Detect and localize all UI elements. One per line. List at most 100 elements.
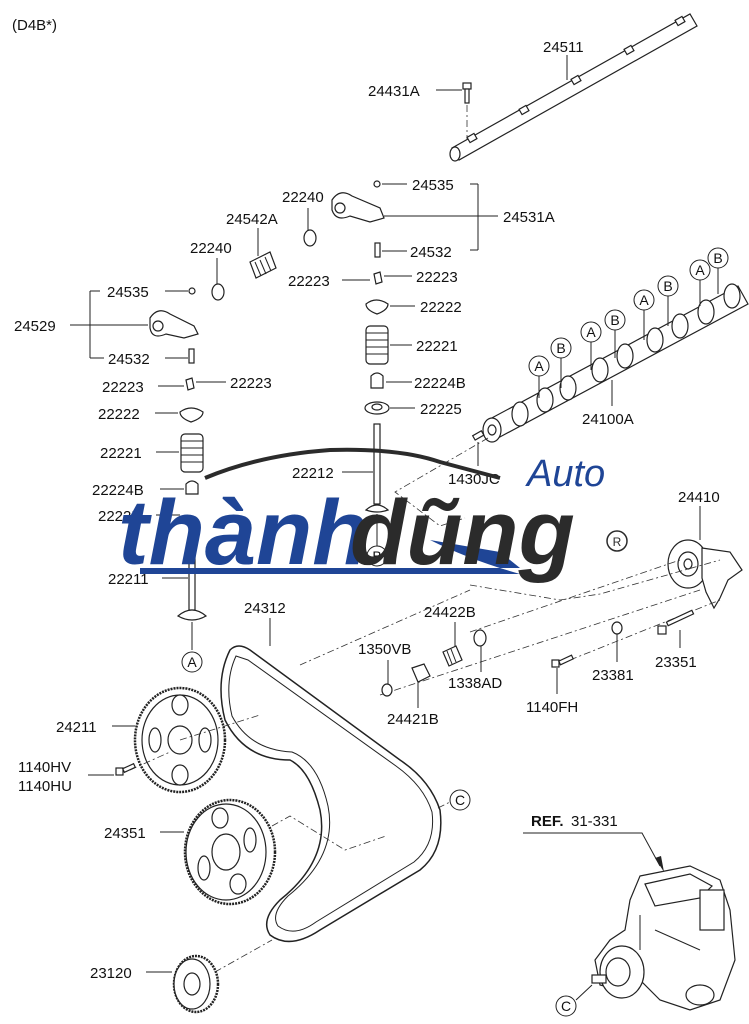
camshaft <box>482 283 749 443</box>
callout-C-belt <box>449 789 471 811</box>
label-22222-left: 22222 <box>98 406 140 423</box>
exhaust-valve <box>364 423 390 513</box>
logo-underline-swoosh <box>140 540 520 574</box>
label-24431A: 24431A <box>368 83 420 100</box>
crank-sprocket <box>172 954 220 1014</box>
svg-text:B: B <box>556 340 565 356</box>
svg-text:A: A <box>639 292 649 308</box>
label-22221-right: 22221 <box>416 338 458 355</box>
label-24535-right: 24535 <box>412 177 454 194</box>
label-24535-left: 24535 <box>107 284 149 301</box>
bolt-1140FH <box>551 654 574 668</box>
label-24410: 24410 <box>678 489 720 506</box>
washer-22240-top <box>303 229 317 247</box>
bushing <box>473 629 487 647</box>
engine-code: (D4B*) <box>12 17 57 34</box>
pump-sprocket <box>183 798 277 906</box>
label-23120: 23120 <box>90 965 132 982</box>
tensioner-spring <box>442 645 463 667</box>
label-22240-top: 22240 <box>282 189 324 206</box>
ref-prefix: REF. <box>531 813 564 830</box>
label-1338AD: 1338AD <box>448 675 502 692</box>
camshaft-callouts: A B A B A B A B <box>528 247 729 398</box>
label-22223-left-a: 22223 <box>102 379 144 396</box>
label-22212: 22212 <box>292 465 334 482</box>
label-22223-right-b: 22223 <box>416 269 458 286</box>
label-23381: 23381 <box>592 667 634 684</box>
intake-valve <box>176 539 208 621</box>
label-24351: 24351 <box>104 825 146 842</box>
washer-1350VB <box>381 683 393 697</box>
label-23351: 23351 <box>655 654 697 671</box>
logo-text-thanh: thành <box>118 482 368 584</box>
timing-belt <box>220 645 442 943</box>
label-24100A: 24100A <box>582 411 634 428</box>
label-1140HU: 1140HU <box>18 778 72 795</box>
label-22224B-right: 22224B <box>414 375 466 392</box>
label-24511: 24511 <box>543 39 584 56</box>
valve-spring-right <box>365 325 389 365</box>
bolt-23351 <box>657 609 695 635</box>
watermark-logo: thành dũng Auto R <box>118 447 628 584</box>
label-22225-left: 22225 <box>98 508 140 525</box>
label-22240-left: 22240 <box>190 240 232 257</box>
valve-spring-left <box>180 433 204 473</box>
rocker-arm-right <box>331 180 385 258</box>
label-24532-left: 24532 <box>108 351 150 368</box>
valve-retainer-right <box>365 299 389 315</box>
label-1350VB: 1350VB <box>358 641 411 658</box>
rocker-arm-left <box>149 287 199 364</box>
washer-22240-left <box>211 283 225 301</box>
svg-text:A: A <box>695 262 705 278</box>
label-24422B: 24422B <box>424 604 476 621</box>
registered-mark: R <box>613 535 622 549</box>
tensioner <box>667 539 743 610</box>
valve-retainer-left <box>179 407 204 423</box>
rocker-shaft-bolt <box>462 82 472 104</box>
rocker-shaft <box>449 13 698 162</box>
label-24542A: 24542A <box>226 211 278 228</box>
logo-text-auto: Auto <box>525 453 605 495</box>
washer-23381 <box>611 621 623 635</box>
label-24421B: 24421B <box>387 711 439 728</box>
stem-seal-left <box>185 480 199 495</box>
callout-C-belt-text: C <box>455 792 465 808</box>
ref-arrow-icon <box>655 856 664 872</box>
svg-text:A: A <box>586 324 596 340</box>
label-22223-right-a: 22223 <box>288 273 330 290</box>
callout-B-valve-text: B <box>372 548 381 564</box>
svg-text:B: B <box>713 250 722 266</box>
label-22225-right: 22225 <box>420 401 462 418</box>
label-22211: 22211 <box>108 571 149 588</box>
registered-icon <box>606 530 628 552</box>
label-24531A: 24531A <box>503 209 555 226</box>
svg-text:A: A <box>534 358 544 374</box>
callout-A-valve-text: A <box>187 654 197 670</box>
svg-text:B: B <box>610 312 619 328</box>
injection-pump <box>591 865 736 1011</box>
cam-sprocket-bolt <box>115 762 137 776</box>
label-1140HV: 1140HV <box>18 759 71 776</box>
spacer <box>411 663 431 683</box>
retainer-lock-left <box>185 377 195 391</box>
callout-B-valve <box>366 545 388 567</box>
svg-text:B: B <box>663 278 672 294</box>
label-22222-right: 22222 <box>420 299 462 316</box>
reference-label: REF. 31-331 <box>531 813 618 830</box>
callout-C-pump-text: C <box>561 998 571 1014</box>
label-24211: 24211 <box>56 719 97 736</box>
logo-car-swoosh <box>204 447 501 480</box>
label-24532-right: 24532 <box>410 244 452 261</box>
cam-pin <box>471 429 485 441</box>
label-22223-left-b: 22223 <box>230 375 272 392</box>
label-24312: 24312 <box>244 600 286 617</box>
rocker-spring <box>249 251 277 279</box>
label-22221-left: 22221 <box>100 445 142 462</box>
callout-A-valve <box>181 651 203 673</box>
label-24529: 24529 <box>14 318 56 335</box>
logo-text-dung: dũng <box>350 482 575 584</box>
label-22224B-left: 22224B <box>92 482 144 499</box>
stem-seal-right <box>370 372 384 389</box>
ref-number: 31-331 <box>571 813 618 830</box>
